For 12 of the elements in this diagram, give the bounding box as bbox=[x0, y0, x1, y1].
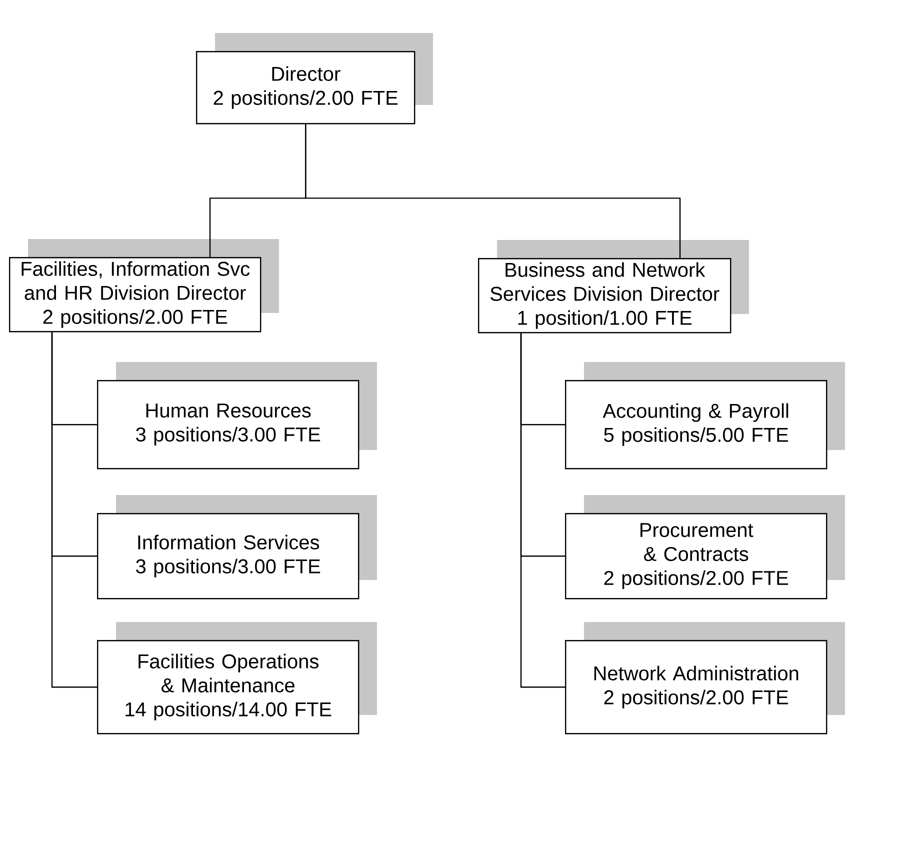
connector-line bbox=[51, 332, 97, 688]
org-box: Procurement & Contracts 2 positions/2.00 FTE bbox=[565, 495, 845, 600]
org-box: Facilities, Information Svc and HR Division Director 2 positions/2.00 FTE bbox=[9, 239, 279, 332]
org-box: Human Resources 3 positions/3.00 FTE bbox=[97, 362, 377, 470]
org-box: Facilities Operations & Maintenance 14 positions/14.00 FTE bbox=[97, 622, 377, 734]
connector-line bbox=[305, 124, 681, 258]
org-box: Director 2 positions/2.00 FTE bbox=[196, 33, 433, 124]
org-box: Accounting & Payroll 5 positions/5.00 FTE bbox=[565, 362, 845, 470]
org-box: Business and Network Services Division Director 1 position/1.00 FTE bbox=[478, 240, 749, 334]
org-box: Network Administration 2 positions/2.00 FTE bbox=[565, 622, 845, 734]
org-box: Information Services 3 positions/3.00 FTE bbox=[97, 495, 377, 600]
connector-line bbox=[520, 333, 565, 688]
